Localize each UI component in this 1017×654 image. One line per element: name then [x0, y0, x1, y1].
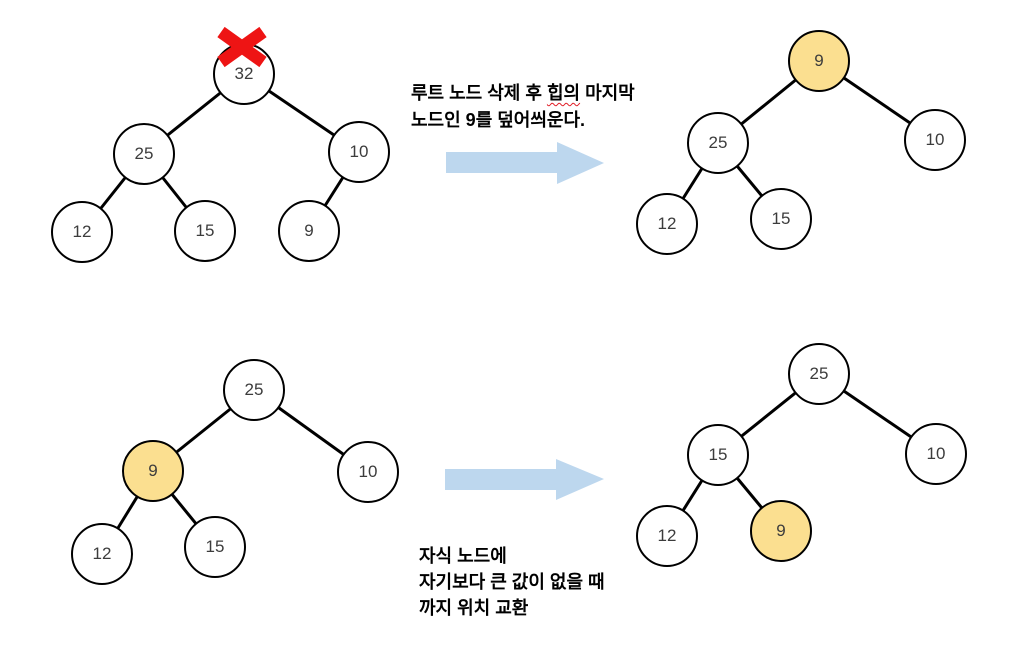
annotation-bottom-line2: 자기보다 큰 값이 없을 때	[419, 572, 605, 592]
tree3-node-10: 10	[337, 441, 399, 503]
right-arrow-icon	[446, 142, 604, 184]
annotation-top-line2: 노드인 9를 덮어씌운다.	[411, 110, 586, 130]
tree1-node-25: 25	[113, 123, 175, 185]
tree1-node-15: 15	[174, 200, 236, 262]
tree3-node-15: 15	[184, 516, 246, 578]
tree2-node-10: 10	[904, 109, 966, 171]
tree4-node-10: 10	[905, 423, 967, 485]
tree2-node-9: 9	[788, 30, 850, 92]
annotation-top-misspelled-word: 힙의	[546, 83, 581, 103]
tree4-node-12: 12	[636, 505, 698, 567]
tree2-node-12: 12	[636, 193, 698, 255]
delete-x-icon	[217, 26, 267, 68]
tree1-node-9: 9	[278, 200, 340, 262]
annotation-bottom: 자식 노드에 자기보다 큰 값이 없을 때 까지 위치 교환	[419, 543, 605, 621]
annotation-bottom-line3: 까지 위치 교환	[419, 598, 529, 618]
tree3-node-12: 12	[71, 523, 133, 585]
tree2-node-15: 15	[750, 188, 812, 250]
tree2-node-25: 25	[687, 112, 749, 174]
tree1-node-10: 10	[328, 121, 390, 183]
annotation-top-line1-part2: 마지막	[580, 83, 635, 103]
tree4-node-15: 15	[687, 424, 749, 486]
tree3-node-9: 9	[122, 440, 184, 502]
tree1-node-12: 12	[51, 201, 113, 263]
tree3-node-25: 25	[223, 359, 285, 421]
tree4-node-25: 25	[788, 343, 850, 405]
annotation-top-line1: 루트 노드 삭제 후 힙의 마지막	[411, 80, 635, 107]
tree4-node-9: 9	[750, 500, 812, 562]
annotation-top-line1-part1: 루트 노드 삭제 후	[411, 83, 547, 103]
annotation-top: 루트 노드 삭제 후 힙의 마지막 노드인 9를 덮어씌운다.	[411, 80, 635, 134]
right-arrow-icon	[445, 459, 604, 500]
annotation-bottom-line1: 자식 노드에	[419, 546, 507, 566]
